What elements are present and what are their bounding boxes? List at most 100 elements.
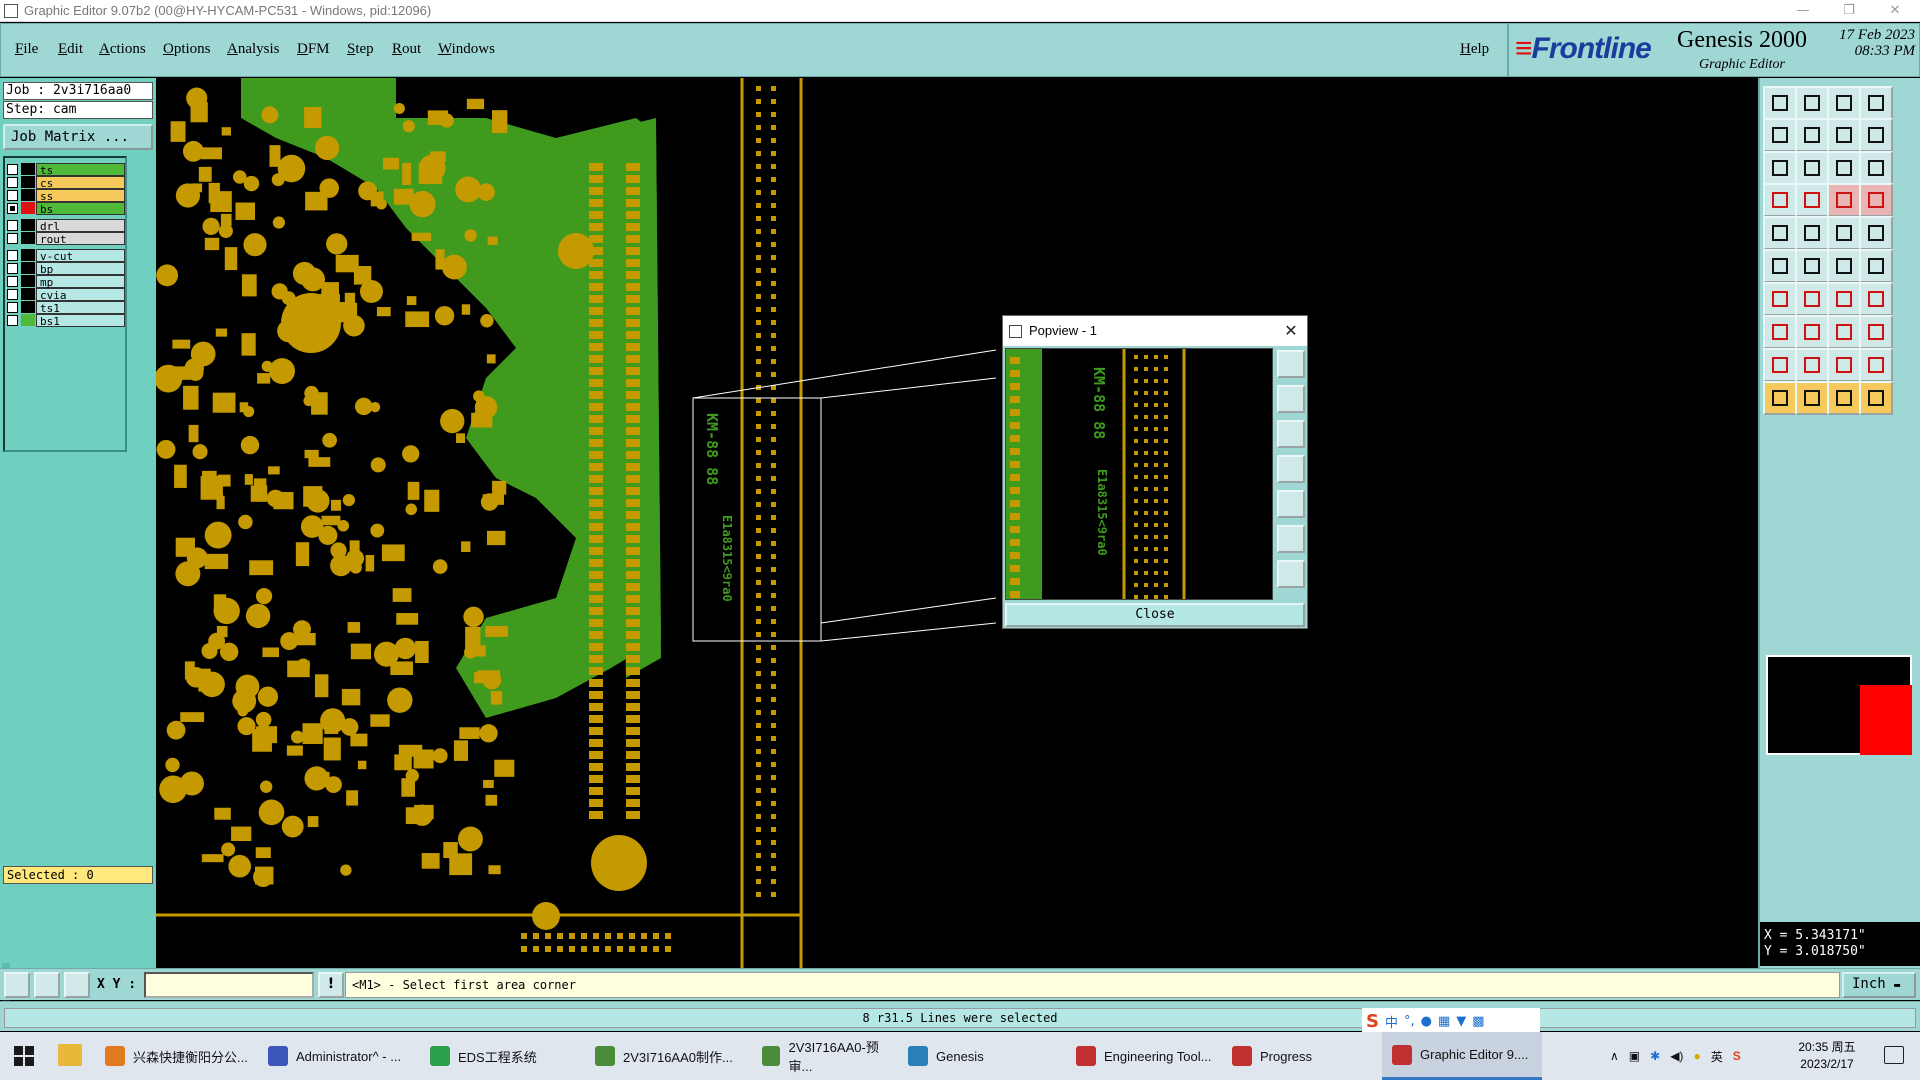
layer-checkbox[interactable] bbox=[7, 249, 18, 261]
layer-color-swatch[interactable] bbox=[21, 262, 35, 274]
drill-compare-icon[interactable] bbox=[1859, 183, 1893, 217]
layer-checkbox[interactable] bbox=[7, 163, 18, 175]
select-icon[interactable] bbox=[1763, 381, 1797, 415]
zoom-in-icon[interactable] bbox=[1795, 86, 1829, 120]
drill-tool-icon[interactable] bbox=[1827, 183, 1861, 217]
system-clock[interactable]: 20:35 周五 2023/2/17 bbox=[1782, 1039, 1872, 1073]
layer-name[interactable]: v-cut bbox=[36, 248, 125, 263]
layer-row-bs[interactable]: bs bbox=[7, 201, 125, 216]
triangle-icon[interactable] bbox=[1763, 348, 1797, 382]
layer-row-ts1[interactable]: ts1 bbox=[7, 300, 125, 315]
taskbar-item[interactable]: Graphic Editor 9.... bbox=[1382, 1032, 1542, 1080]
layer-name[interactable]: drl bbox=[36, 218, 125, 233]
tray-language[interactable]: 英 bbox=[1710, 1049, 1723, 1064]
layer-row-cvia[interactable]: cvia bbox=[7, 287, 125, 302]
layer-row-bp[interactable]: bp bbox=[7, 261, 125, 276]
unit-select[interactable]: Inch ▬ bbox=[1842, 972, 1916, 998]
taskbar-item[interactable]: Engineering Tool... bbox=[1066, 1032, 1221, 1080]
taskbar-item[interactable]: 2V3I716AA0-预审... bbox=[752, 1032, 894, 1080]
layer-color-swatch[interactable] bbox=[21, 163, 35, 175]
info-button[interactable]: ! bbox=[318, 972, 344, 998]
menu-dfm[interactable]: DFM bbox=[297, 41, 330, 57]
popview-center-icon[interactable] bbox=[1277, 560, 1305, 588]
menu-help[interactable]: Help bbox=[1460, 41, 1490, 57]
layer-color-swatch[interactable] bbox=[21, 249, 35, 261]
layer-name[interactable]: ts bbox=[36, 162, 125, 177]
popview-zoom-out-icon[interactable] bbox=[1277, 420, 1305, 448]
layer-row-v-cut[interactable]: v-cut bbox=[7, 248, 125, 263]
taskbar-item[interactable]: 2V3I716AA0制作... bbox=[585, 1032, 750, 1080]
menu-step[interactable]: Step bbox=[347, 41, 374, 57]
tray-volume-icon[interactable]: ◀) bbox=[1670, 1049, 1684, 1063]
slash-icon[interactable] bbox=[1795, 282, 1829, 316]
arc-icon[interactable] bbox=[1827, 282, 1861, 316]
zoom-home-icon[interactable] bbox=[1763, 86, 1797, 120]
menu-file[interactable]: File bbox=[15, 41, 39, 57]
layer-checkbox[interactable] bbox=[7, 301, 18, 313]
job-matrix-button[interactable]: Job Matrix ... bbox=[3, 124, 153, 150]
xy-input[interactable] bbox=[144, 972, 314, 998]
pan-left-icon[interactable] bbox=[1763, 118, 1797, 152]
popview-close-icon[interactable]: ✕ bbox=[1284, 321, 1298, 340]
tray-weather-icon[interactable]: ● bbox=[1693, 1049, 1701, 1063]
line-red-icon[interactable] bbox=[1763, 282, 1797, 316]
layer-color-swatch[interactable] bbox=[21, 288, 35, 300]
center-icon[interactable] bbox=[1795, 151, 1829, 185]
taskbar-item[interactable]: 兴森快捷衡阳分公... bbox=[95, 1032, 255, 1080]
layer-name[interactable]: bs bbox=[36, 201, 125, 216]
pad-tool-icon[interactable] bbox=[1763, 216, 1797, 250]
home-icon[interactable] bbox=[1827, 86, 1861, 120]
start-button[interactable] bbox=[0, 1032, 48, 1080]
layer-color-swatch[interactable] bbox=[21, 219, 35, 231]
minimize-button[interactable]: — bbox=[1796, 3, 1810, 18]
fit-icon[interactable] bbox=[1763, 151, 1797, 185]
layer-color-swatch[interactable] bbox=[21, 275, 35, 287]
ime-skin-icon[interactable]: ▼ bbox=[1456, 1013, 1467, 1029]
select-touch-icon[interactable] bbox=[1827, 381, 1861, 415]
layout-icon[interactable] bbox=[1859, 86, 1893, 120]
notification-icon[interactable] bbox=[1884, 1046, 1904, 1064]
ime-punct-icon[interactable]: °, bbox=[1403, 1013, 1415, 1029]
ime-language[interactable]: 中 bbox=[1384, 1015, 1398, 1031]
arch-icon[interactable] bbox=[1827, 348, 1861, 382]
measure-icon[interactable] bbox=[34, 972, 60, 998]
select-box-icon[interactable] bbox=[1795, 381, 1829, 415]
loop-icon[interactable] bbox=[1827, 118, 1861, 152]
menu-options[interactable]: Options bbox=[163, 41, 211, 57]
popview-fit-icon[interactable] bbox=[1277, 525, 1305, 553]
layer-checkbox[interactable] bbox=[7, 232, 18, 244]
popview-pan-left-icon[interactable] bbox=[1277, 455, 1305, 483]
pan-right-icon[interactable] bbox=[1795, 118, 1829, 152]
layer-color-swatch[interactable] bbox=[21, 314, 35, 326]
snap-tool-icon[interactable] bbox=[1763, 183, 1797, 217]
layer-name[interactable]: bs1 bbox=[36, 313, 125, 328]
layer-row-drl[interactable]: drl bbox=[7, 218, 125, 233]
layer-color-swatch[interactable] bbox=[21, 301, 35, 313]
menu-windows[interactable]: Windows bbox=[438, 41, 495, 57]
popview-zoom-in-icon[interactable] bbox=[1277, 385, 1305, 413]
layer-row-ss[interactable]: ss bbox=[7, 188, 125, 203]
node-icon[interactable] bbox=[1859, 249, 1893, 283]
split-icon[interactable] bbox=[1859, 282, 1893, 316]
taskbar-item[interactable]: Progress bbox=[1222, 1032, 1380, 1080]
tray-network-icon[interactable]: ▣ bbox=[1628, 1049, 1641, 1063]
popview-close-button[interactable]: Close bbox=[1005, 603, 1305, 627]
layer-row-rout[interactable]: rout bbox=[7, 231, 125, 246]
tray-chevron-icon[interactable]: ∧ bbox=[1610, 1049, 1619, 1063]
ratio-icon[interactable] bbox=[1827, 151, 1861, 185]
layer-row-mp[interactable]: mp bbox=[7, 274, 125, 289]
layer-checkbox[interactable] bbox=[7, 202, 18, 214]
layer-row-bs1[interactable]: bs1 bbox=[7, 313, 125, 328]
layer-checkbox[interactable] bbox=[7, 288, 18, 300]
measure-node-icon[interactable] bbox=[1827, 315, 1861, 349]
layer-name[interactable]: bp bbox=[36, 261, 125, 276]
taskbar-item[interactable]: EDS工程系统 bbox=[420, 1032, 580, 1080]
arch-a-icon[interactable] bbox=[1859, 348, 1893, 382]
layer-name[interactable]: mp bbox=[36, 274, 125, 289]
file-explorer-icon[interactable] bbox=[58, 1044, 82, 1066]
dash-icon[interactable] bbox=[1795, 315, 1829, 349]
menu-actions[interactable]: Actions bbox=[99, 41, 146, 57]
taskbar-item[interactable]: Genesis bbox=[898, 1032, 1063, 1080]
tray-sogou-icon[interactable]: S bbox=[1732, 1049, 1741, 1063]
layer-name[interactable]: ss bbox=[36, 188, 125, 203]
